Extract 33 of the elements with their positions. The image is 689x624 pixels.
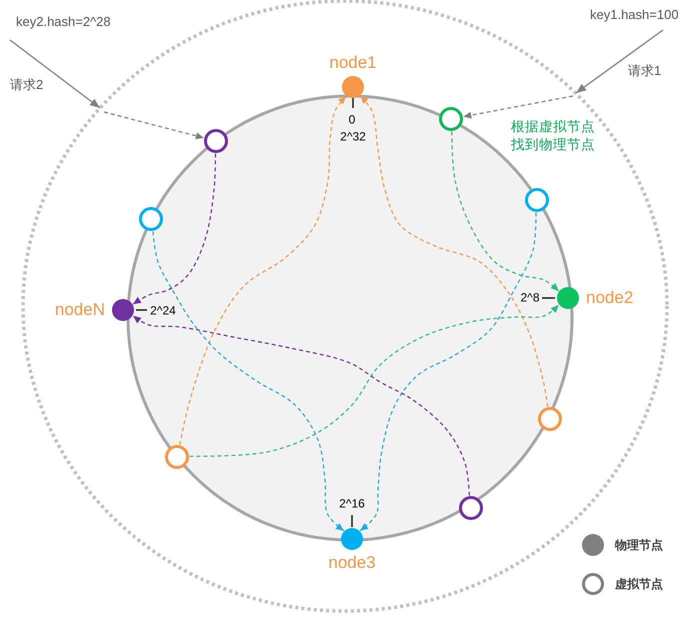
- arrow: [360, 96, 548, 407]
- arrow: [104, 111, 204, 140]
- node-label: node1: [329, 52, 377, 74]
- request-label: 请求2: [10, 77, 44, 92]
- arrow: [132, 315, 470, 496]
- arrow: [189, 304, 560, 457]
- request-label: 请求1: [628, 63, 662, 78]
- ring-icon: [439, 107, 463, 131]
- node-label: nodeN: [54, 299, 105, 321]
- hash-key-label: key2.hash=2^28: [16, 14, 111, 29]
- arrow: [152, 231, 344, 532]
- node-label: node2: [586, 287, 634, 309]
- hash-value: 2^32: [340, 130, 366, 144]
- node-label: node3: [328, 552, 376, 574]
- arrow: [132, 153, 216, 305]
- hash-value: 2^16: [339, 498, 365, 510]
- arrow: [179, 96, 347, 445]
- ring-icon: [538, 407, 562, 431]
- ring-icon: [204, 129, 228, 153]
- ring-icon: [459, 496, 483, 520]
- ring-icon: [139, 207, 163, 231]
- arrow: [463, 95, 574, 119]
- hash-value: 0: [348, 114, 356, 126]
- arrow: [360, 212, 537, 532]
- annotation-text: 根据虚拟节点找到物理节点: [511, 118, 596, 154]
- legend-label: 虚拟节点: [615, 576, 663, 592]
- ring-icon: [525, 188, 549, 212]
- legend-label: 物理节点: [615, 537, 663, 553]
- hash-key-label: key1.hash=100: [590, 7, 679, 22]
- arrow: [451, 131, 560, 292]
- hash-value: 2^8: [520, 292, 540, 304]
- ring-icon: [165, 445, 189, 469]
- hash-value: 2^24: [150, 304, 176, 318]
